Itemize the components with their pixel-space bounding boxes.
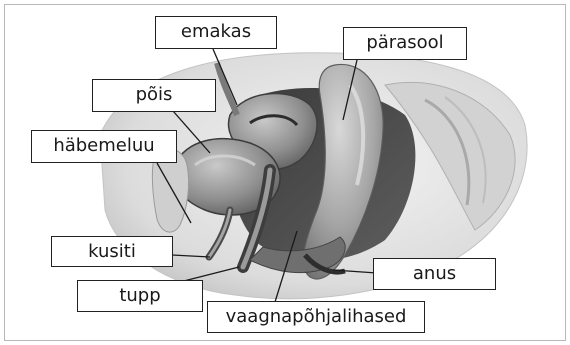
label-anus: anus	[373, 258, 496, 290]
label-vaagnapohjalihased: vaagnapõhjalihased	[207, 301, 425, 333]
label-habemeluu: häbemeluu	[31, 130, 177, 163]
label-parasool: pärasool	[343, 27, 467, 60]
label-kusiti: kusiti	[51, 236, 173, 267]
label-pois: põis	[92, 79, 216, 112]
diagram-frame: emakas pärasool põis häbemeluu kusiti tu…	[4, 4, 566, 341]
label-emakas: emakas	[155, 16, 277, 49]
label-tupp: tupp	[77, 280, 203, 312]
